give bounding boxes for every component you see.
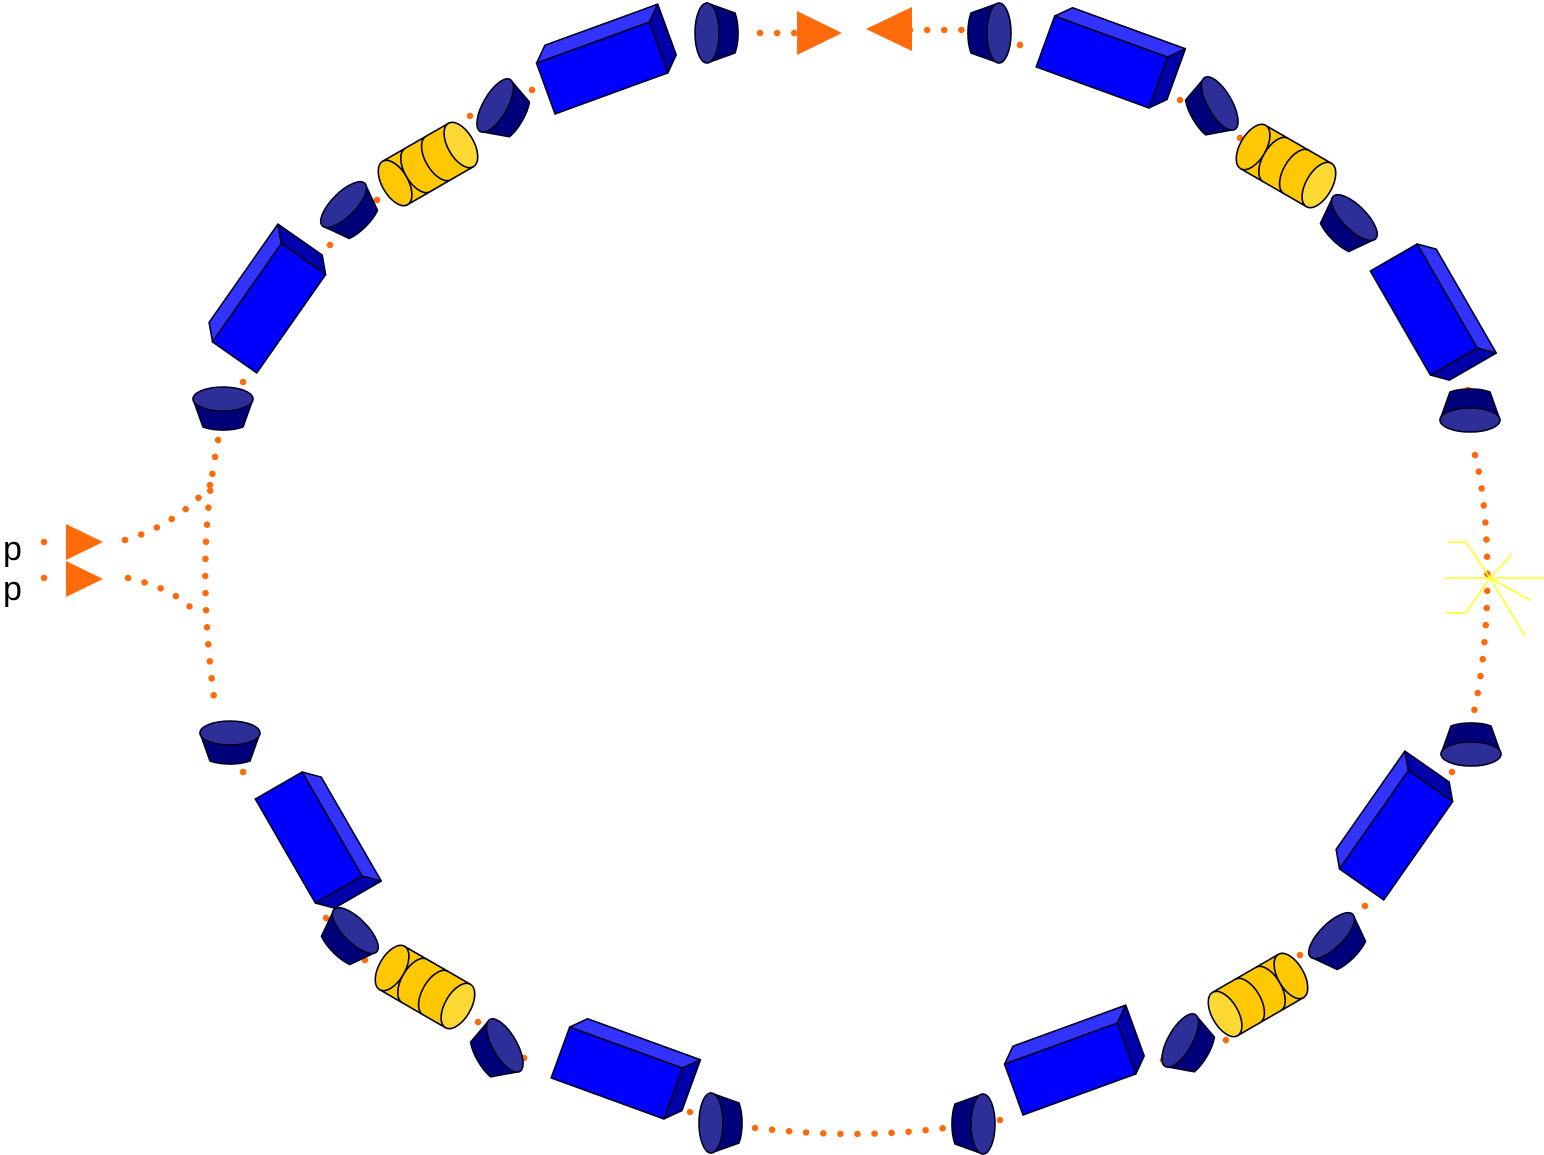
quadrupole-magnet-3 bbox=[469, 72, 538, 148]
quadrupole-magnet-7 bbox=[192, 386, 254, 431]
dipole-magnet-bottom-left bbox=[550, 1013, 702, 1125]
quadrupole-magnet-13 bbox=[462, 1012, 531, 1088]
beam-direction-arrow-counterclockwise bbox=[866, 7, 912, 51]
dipole-magnet-top-left bbox=[530, 3, 682, 115]
dipole-magnet-lower-right bbox=[1327, 750, 1462, 901]
quadrupole-magnet-1 bbox=[694, 2, 739, 64]
beam-injection-upper bbox=[121, 481, 214, 544]
dipole-magnet-bottom-right bbox=[998, 1004, 1150, 1116]
rf-cavity-top-left bbox=[370, 116, 486, 212]
collision-point-icon bbox=[1445, 541, 1544, 637]
injection-arrow-lower bbox=[66, 561, 103, 597]
quadrupole-magnet-16 bbox=[951, 1093, 996, 1155]
dipole-magnet-upper-right bbox=[1369, 236, 1498, 388]
quadrupole-magnet-9 bbox=[199, 720, 261, 765]
beam-ring-left bbox=[202, 436, 222, 716]
quadrupole-magnet-15 bbox=[698, 1092, 743, 1154]
beam-ring-right bbox=[1468, 451, 1491, 724]
quadrupole-magnet-10 bbox=[1440, 722, 1502, 767]
rf-cavity-bottom-left bbox=[367, 939, 483, 1035]
beam-label-upper: p bbox=[3, 530, 22, 568]
quadrupole-magnet-11 bbox=[311, 900, 386, 975]
quadrupole-magnet-4 bbox=[1177, 70, 1246, 146]
beam-direction-arrow-clockwise bbox=[797, 11, 842, 55]
dipole-magnet-lower-left bbox=[254, 764, 383, 916]
quadrupole-magnet-8 bbox=[1439, 388, 1501, 433]
dipole-magnet-top-right bbox=[1035, 2, 1187, 114]
rf-cavity-bottom-right bbox=[1200, 947, 1316, 1043]
quadrupole-magnet-2 bbox=[967, 2, 1012, 64]
dipole-magnet-upper-left bbox=[200, 223, 335, 374]
quadrupole-magnet-5 bbox=[313, 174, 388, 249]
beam-label-lower: p bbox=[3, 570, 22, 608]
quadrupole-magnet-12 bbox=[1301, 905, 1376, 980]
beam-injection-lower bbox=[124, 574, 202, 622]
beam-ring-bottom bbox=[751, 1124, 949, 1138]
injection-arrow-upper bbox=[66, 524, 103, 560]
quadrupole-magnet-14 bbox=[1154, 1007, 1223, 1083]
rf-cavity-top-right bbox=[1228, 118, 1344, 214]
beam-ring-top bbox=[756, 26, 979, 37]
